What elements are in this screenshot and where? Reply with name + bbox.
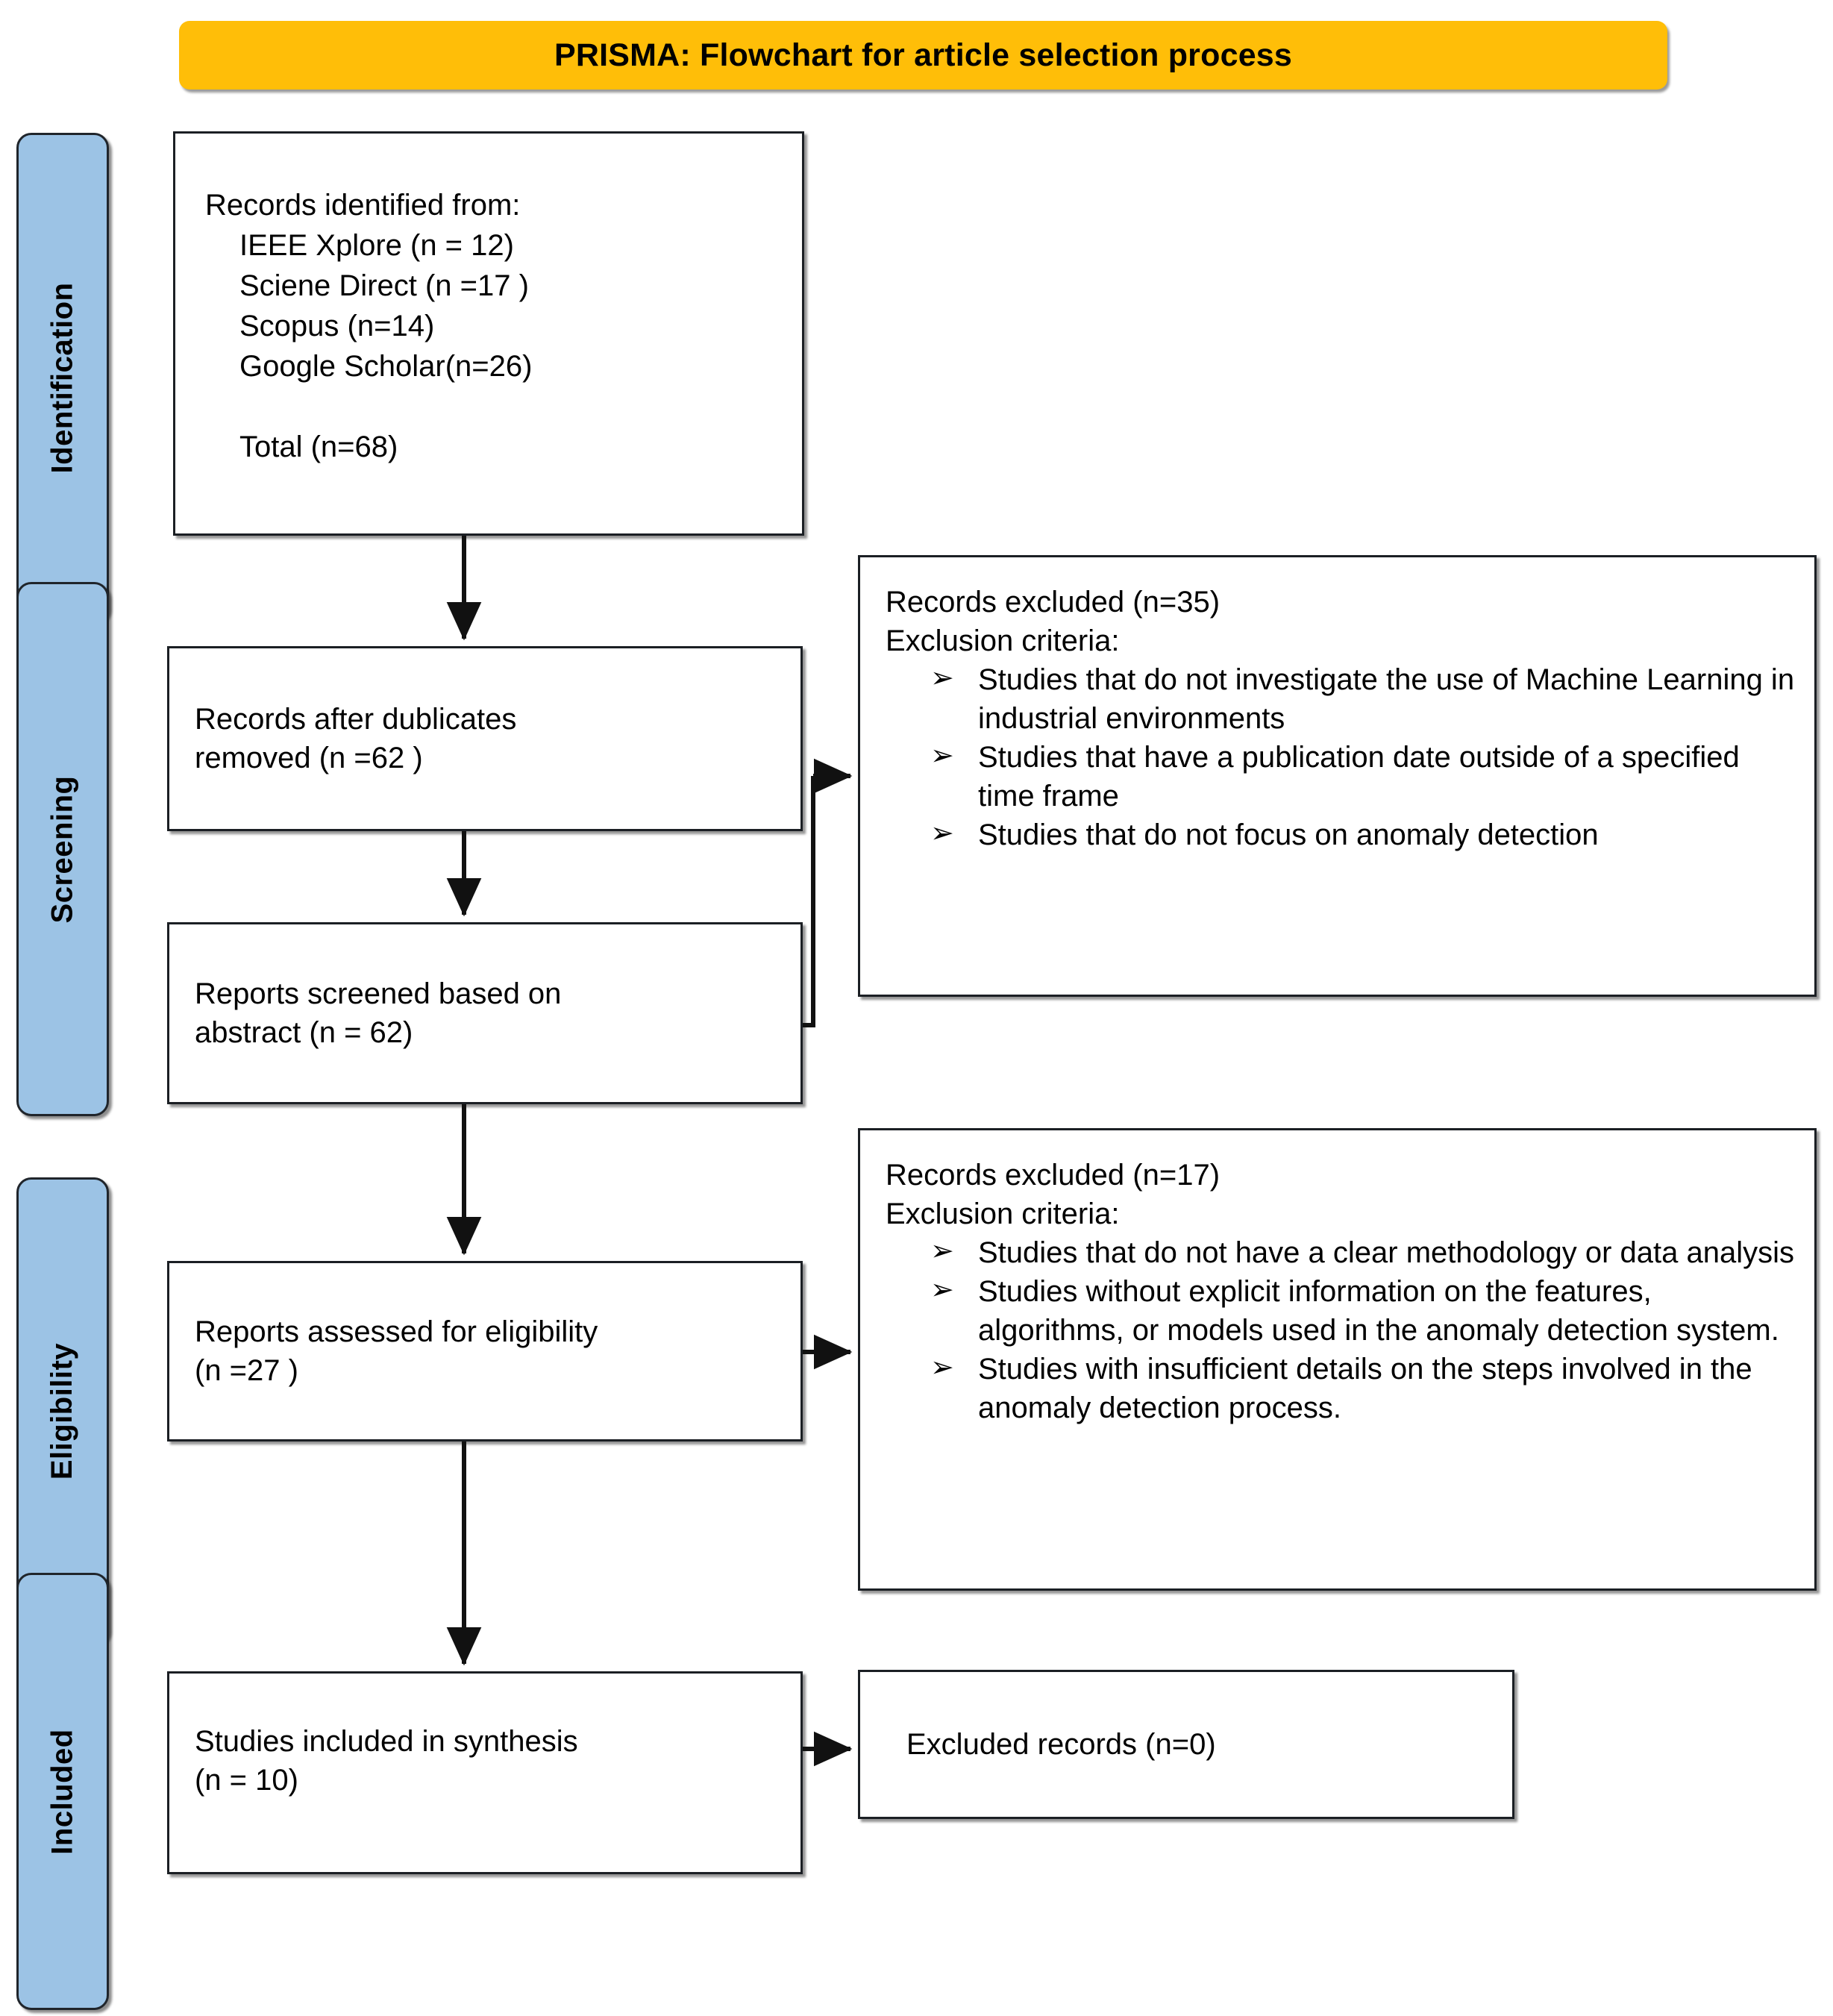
source-scopus: Scopus (n=14) bbox=[239, 310, 435, 342]
arrow-bullet-icon: ➢ bbox=[930, 740, 954, 771]
stage-pill-included: Included bbox=[16, 1573, 109, 2010]
arrow-bullet-icon: ➢ bbox=[930, 1236, 954, 1267]
arrow-bullet-icon: ➢ bbox=[930, 818, 954, 849]
excluded-records-zero-text: Excluded records (n=0) bbox=[906, 1725, 1500, 1764]
studies-included-box: Studies included in synthesis (n = 10) bbox=[167, 1671, 803, 1874]
exclusion-2-criterion-1-text: Studies that do not have a clear methodo… bbox=[978, 1236, 1795, 1269]
records-identified-box: Records identified from: IEEE Xplore (n … bbox=[173, 131, 804, 536]
exclusion-2-records-excluded: Records excluded (n=17) bbox=[886, 1159, 1221, 1192]
stage-label-included: Included bbox=[46, 1728, 79, 1855]
records-identified-text: Records identified from: IEEE Xplore (n … bbox=[205, 186, 792, 466]
stage-pill-identification: Identification bbox=[16, 133, 109, 622]
records-identified-lead: Records identified from: bbox=[205, 189, 521, 222]
exclusion-2-criterion-2: ➢ Studies without explicit information o… bbox=[886, 1272, 1798, 1350]
excluded-records-zero-box: Excluded records (n=0) bbox=[858, 1670, 1514, 1819]
exclusion-1-criterion-1: ➢ Studies that do not investigate the us… bbox=[886, 660, 1798, 738]
exclusion-1-criterion-2-text: Studies that have a publication date out… bbox=[978, 741, 1740, 813]
records-after-duplicates-box: Records after dublicates removed (n =62 … bbox=[167, 646, 803, 831]
exclusion-1-criterion-2: ➢ Studies that have a publication date o… bbox=[886, 738, 1798, 816]
records-after-duplicates-line1: Records after dublicates bbox=[195, 703, 517, 736]
exclusion-2-criteria-label: Exclusion criteria: bbox=[886, 1198, 1120, 1230]
studies-included-text: Studies included in synthesis (n = 10) bbox=[195, 1722, 789, 1800]
stage-label-screening: Screening bbox=[46, 775, 79, 923]
excluded-records-zero-label: Excluded records (n=0) bbox=[906, 1728, 1216, 1761]
bracket-screening-to-exclusion-1 bbox=[803, 776, 815, 1027]
flowchart-title-banner: PRISMA: Flowchart for article selection … bbox=[179, 21, 1667, 90]
reports-screened-line2: abstract (n = 62) bbox=[195, 1016, 413, 1049]
exclusion-criteria-box-1: Records excluded (n=35) Exclusion criter… bbox=[858, 555, 1817, 997]
source-science-direct: Sciene Direct (n =17 ) bbox=[239, 269, 529, 302]
arrow-bullet-icon: ➢ bbox=[930, 663, 954, 694]
records-after-duplicates-text: Records after dublicates removed (n =62 … bbox=[195, 700, 789, 777]
exclusion-1-criterion-1-text: Studies that do not investigate the use … bbox=[978, 663, 1795, 735]
exclusion-2-criterion-2-text: Studies without explicit information on … bbox=[978, 1275, 1779, 1347]
exclusion-criteria-box-2: Records excluded (n=17) Exclusion criter… bbox=[858, 1128, 1817, 1591]
reports-assessed-line1: Reports assessed for eligibility bbox=[195, 1315, 598, 1348]
exclusion-2-criteria-list: ➢ Studies that do not have a clear metho… bbox=[886, 1233, 1798, 1427]
reports-screened-box: Reports screened based on abstract (n = … bbox=[167, 922, 803, 1104]
reports-assessed-text: Reports assessed for eligibility (n =27 … bbox=[195, 1312, 789, 1390]
source-ieee: IEEE Xplore (n = 12) bbox=[239, 229, 514, 262]
source-google-scholar: Google Scholar(n=26) bbox=[239, 350, 533, 383]
studies-included-line1: Studies included in synthesis bbox=[195, 1725, 578, 1759]
exclusion-1-criterion-3-text: Studies that do not focus on anomaly det… bbox=[978, 818, 1599, 851]
stage-pill-eligibility: Eligibility bbox=[16, 1177, 109, 1644]
exclusion-criteria-2-text: Records excluded (n=17) Exclusion criter… bbox=[886, 1156, 1798, 1427]
exclusion-2-criterion-3-text: Studies with insufficient details on the… bbox=[978, 1353, 1752, 1424]
exclusion-1-criteria-list: ➢ Studies that do not investigate the us… bbox=[886, 660, 1798, 854]
studies-included-line2: (n = 10) bbox=[195, 1764, 298, 1797]
arrow-bullet-icon: ➢ bbox=[930, 1274, 954, 1306]
stage-label-identification: Identification bbox=[46, 282, 79, 473]
exclusion-1-criterion-3: ➢ Studies that do not focus on anomaly d… bbox=[886, 816, 1798, 854]
exclusion-1-records-excluded: Records excluded (n=35) bbox=[886, 586, 1221, 619]
records-identified-total: Total (n=68) bbox=[239, 431, 398, 463]
exclusion-2-criterion-3: ➢ Studies with insufficient details on t… bbox=[886, 1350, 1798, 1427]
reports-screened-text: Reports screened based on abstract (n = … bbox=[195, 974, 789, 1052]
exclusion-criteria-1-text: Records excluded (n=35) Exclusion criter… bbox=[886, 583, 1798, 854]
records-after-duplicates-line2: removed (n =62 ) bbox=[195, 742, 423, 774]
arrow-bullet-icon: ➢ bbox=[930, 1352, 954, 1383]
reports-screened-line1: Reports screened based on bbox=[195, 977, 562, 1010]
page-title: PRISMA: Flowchart for article selection … bbox=[554, 37, 1293, 73]
reports-assessed-line2: (n =27 ) bbox=[195, 1354, 298, 1387]
reports-assessed-box: Reports assessed for eligibility (n =27 … bbox=[167, 1261, 803, 1441]
exclusion-1-criteria-label: Exclusion criteria: bbox=[886, 624, 1120, 657]
stage-pill-screening: Screening bbox=[16, 582, 109, 1116]
exclusion-2-criterion-1: ➢ Studies that do not have a clear metho… bbox=[886, 1233, 1798, 1272]
stage-label-eligibility: Eligibility bbox=[46, 1342, 79, 1480]
